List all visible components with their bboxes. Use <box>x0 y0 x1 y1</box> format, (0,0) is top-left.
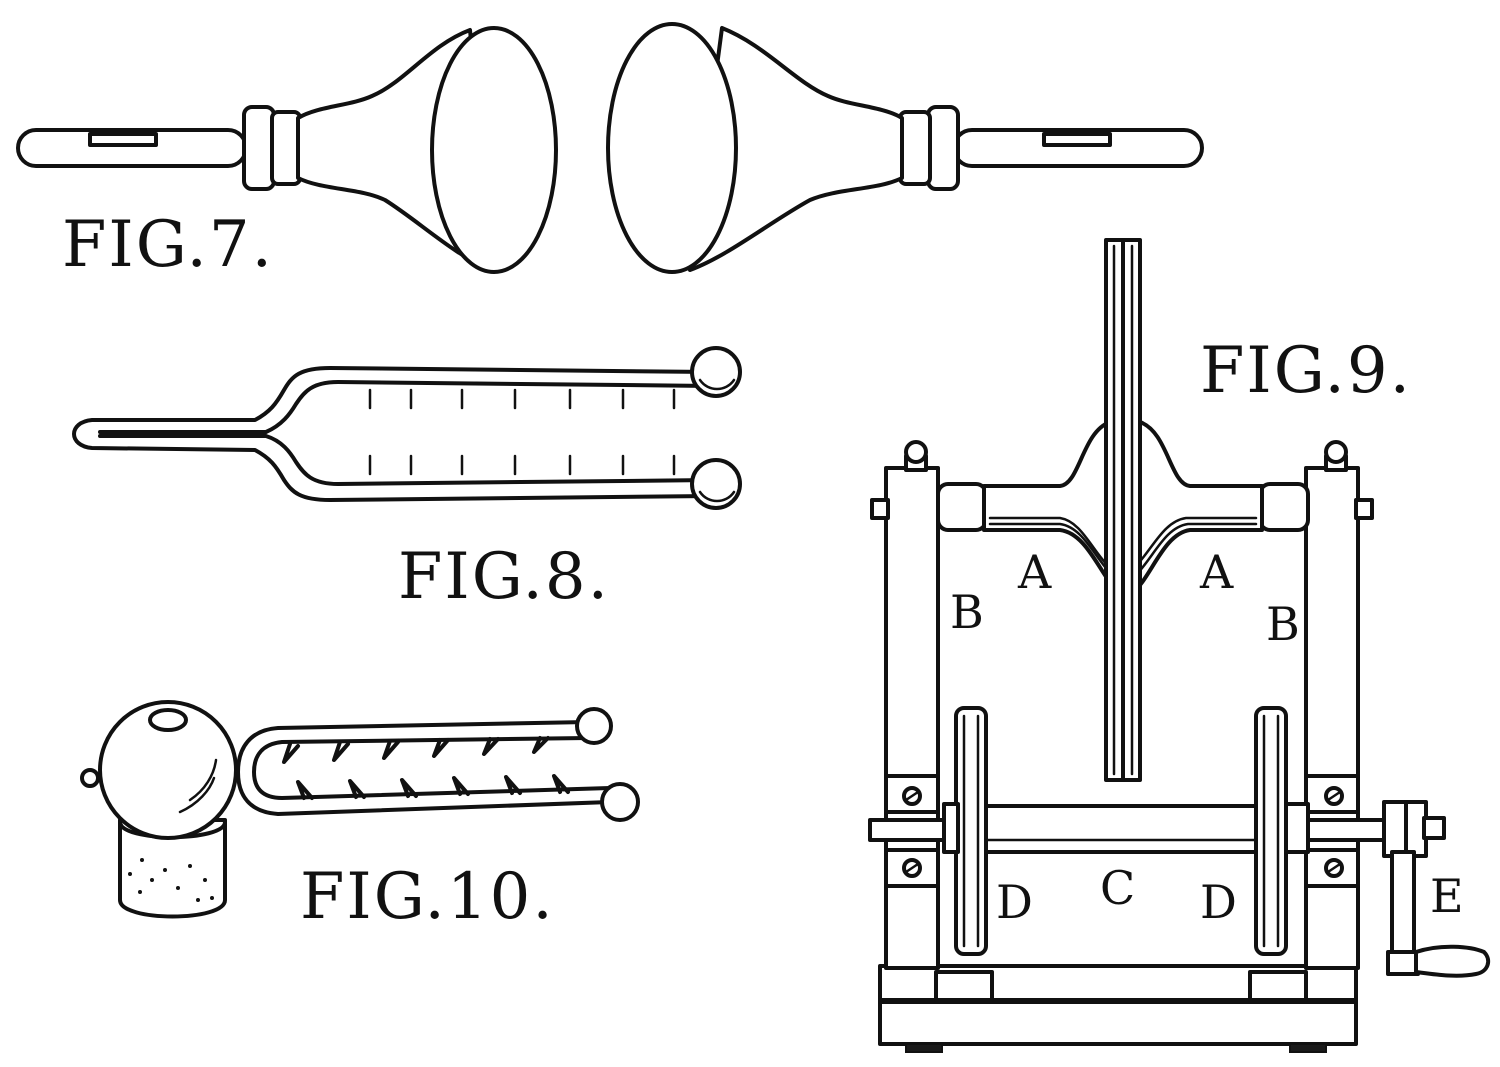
fig10-illustration: FIG.10. <box>80 700 640 934</box>
fig8-illustration: FIG.8. <box>72 346 742 614</box>
fig10-upper-knob <box>575 707 613 745</box>
fig9-label-a-right: A <box>1199 545 1234 599</box>
fig9-label-b-left: B <box>950 585 984 639</box>
fig9-caption: FIG.9. <box>1200 334 1412 408</box>
fig10-caption: FIG.10. <box>300 860 555 934</box>
fig7-caption: FIG.7. <box>62 208 274 282</box>
fig8-caption: FIG.8. <box>398 540 610 614</box>
fig9-illustration: FIG.9. A A B B C D D E <box>868 238 1491 1053</box>
fig9-label-d-right: D <box>1200 875 1237 929</box>
fig9-left-pulley <box>942 706 988 956</box>
fig10-stand-stipple <box>128 858 214 902</box>
fig9-label-c: C <box>1100 861 1135 915</box>
fig9-roller-c <box>984 804 1258 854</box>
fig9-crank-handle <box>1382 800 1491 978</box>
fig9-right-upright <box>1304 440 1374 970</box>
fig7-illustration: FIG.7. <box>16 22 1204 282</box>
fig7-left-electrode <box>16 26 558 274</box>
fig9-label-e: E <box>1430 869 1464 923</box>
fig10-spikes <box>282 736 570 800</box>
fig9-label-b-right: B <box>1266 597 1300 651</box>
fig10-ball <box>98 700 238 840</box>
fig10-lower-knob <box>600 782 640 822</box>
fig9-label-a-left: A <box>1017 545 1052 599</box>
fig9-left-upright <box>870 440 940 970</box>
fig7-right-electrode <box>606 22 1204 274</box>
fig9-disc <box>1104 238 1142 782</box>
fig9-label-d-left: D <box>996 875 1033 929</box>
fig8-scale-ticks <box>368 388 676 476</box>
fig9-base <box>878 998 1358 1046</box>
fig9-right-pulley <box>1254 706 1310 956</box>
